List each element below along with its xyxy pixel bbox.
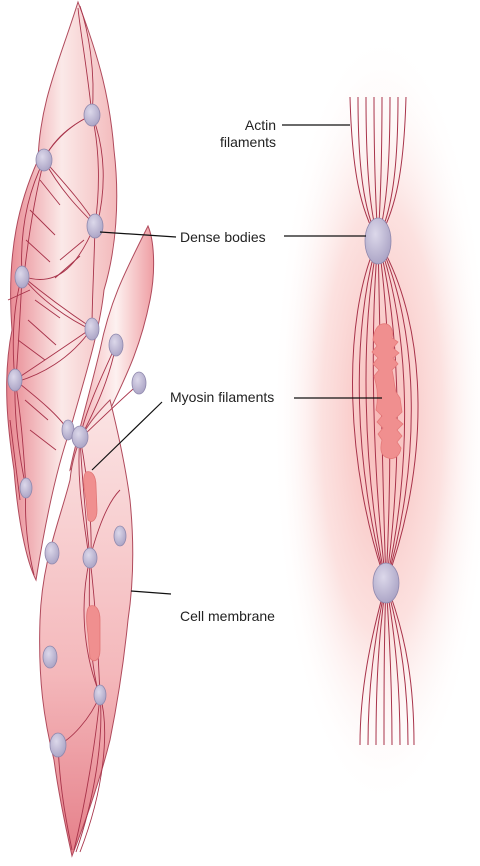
unit-glow [272, 30, 480, 810]
cell-upper [6, 0, 118, 582]
label-myosin-filaments: Myosin filaments [170, 389, 275, 405]
dense-body-right-top [364, 217, 392, 265]
myosin-filament-left-2 [86, 605, 101, 662]
leader-lines [91, 124, 382, 595]
label-actin-line1: Actin [244, 117, 276, 133]
dense-bodies-left [7, 103, 147, 758]
leader-dense-bodies-left [99, 231, 177, 238]
leader-myosin-left [91, 401, 163, 471]
contractile-unit-detail [272, 30, 480, 810]
actin-filaments-left-upper [7, 5, 104, 576]
label-cell-membrane: Cell membrane [180, 608, 275, 624]
dense-body-right-bottom [372, 562, 400, 604]
myosin-filament-right [371, 323, 404, 459]
label-dense-bodies: Dense bodies [180, 229, 266, 245]
myosin-filament-left-1 [83, 471, 98, 522]
label-actin-line2: filaments [219, 134, 276, 150]
leader-cell-membrane [130, 590, 172, 595]
smooth-muscle-cell-cluster [6, 0, 155, 858]
label-actin-filaments: Actin filaments [200, 117, 276, 151]
